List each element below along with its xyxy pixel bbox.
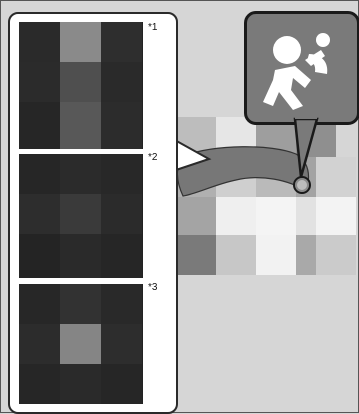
callout-pointer (171, 131, 231, 181)
image-panel-1 (19, 22, 143, 149)
image-panel-3 (19, 284, 143, 404)
callout-label-3: *3 (148, 282, 157, 293)
indicator-tile (244, 11, 359, 125)
airbag-passenger-icon (247, 14, 357, 122)
callout-panel: *1 *2 *3 (8, 12, 178, 414)
callout-label-2: *2 (148, 152, 157, 163)
image-panel-2 (19, 154, 143, 278)
callout-label-1: *1 (148, 22, 157, 33)
dashboard-button[interactable] (293, 176, 311, 194)
indicator-pointer (289, 113, 329, 183)
